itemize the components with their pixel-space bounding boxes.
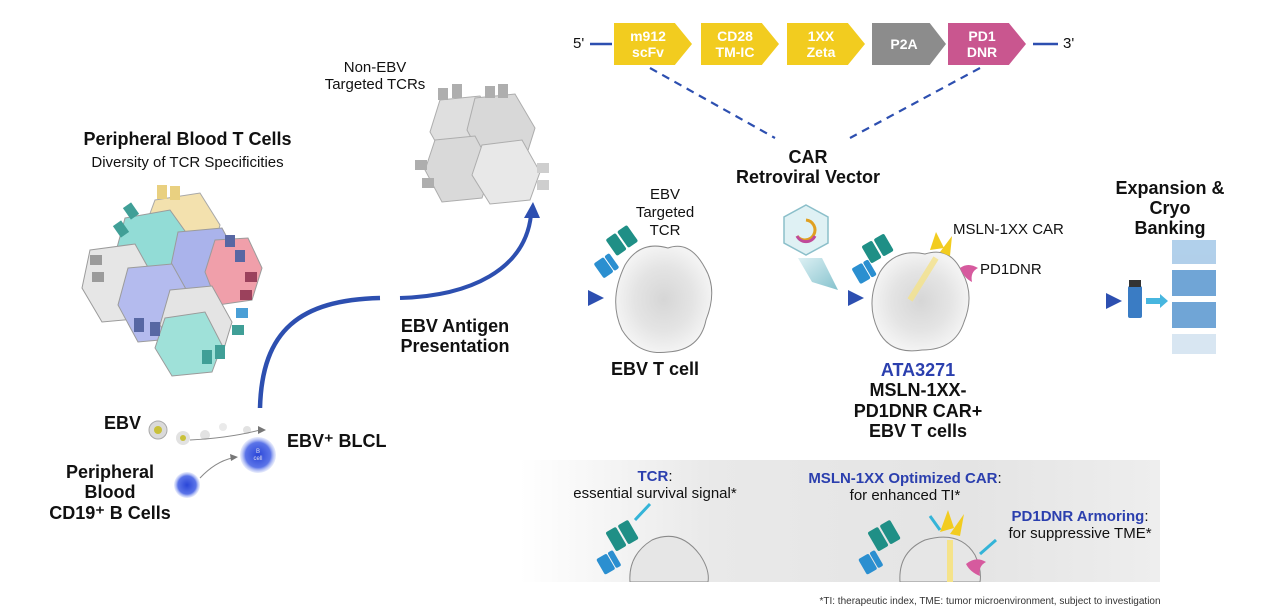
product-line2: PD1DNR CAR+ — [853, 400, 983, 421]
svg-text:B: B — [256, 449, 260, 455]
pb-line3: CD19⁺ B Cells — [49, 502, 171, 523]
pb-b-cells-label: Peripheral Blood CD19⁺ B Cells — [40, 462, 180, 523]
feature-pd1-desc: for suppressive TME* — [1008, 524, 1152, 542]
gene-label-line2: Zeta — [806, 44, 836, 60]
non-ebv-label-line2: Targeted TCRs — [324, 75, 426, 93]
gene-segment-p2a: P2A — [872, 23, 946, 65]
ebv-t-cell-label: EBV T cell — [610, 359, 700, 379]
pbt-subtitle: Diversity of TCR Specificities — [91, 154, 284, 171]
feature-tcr-desc: essential survival signal* — [573, 484, 737, 502]
msln-car-label: MSLN-1XX CAR — [953, 221, 1064, 238]
transduce-arrowhead — [848, 290, 864, 306]
gene-label-line2: scFv — [632, 44, 664, 60]
pb-line1: Peripheral — [65, 462, 155, 482]
t-cell-cluster-graphic — [81, 185, 263, 377]
ebv-targeted-tcr-label: EBV Targeted TCR — [615, 186, 715, 240]
car-vector-title-line1: CAR — [788, 147, 828, 167]
colon: : — [997, 470, 1002, 487]
ebv-tcr-line2: Targeted — [635, 204, 695, 221]
non-ebv-arrowhead — [524, 202, 540, 218]
pb-line2: Blood — [84, 482, 136, 503]
gene-label-line1: 1XX — [807, 28, 835, 44]
ebv-label: EBV — [104, 413, 142, 433]
antigen-presentation-label: EBV Antigen Presentation — [380, 316, 530, 356]
dashed-line-left — [649, 67, 776, 139]
gene-label-line2: TM-IC — [715, 44, 755, 60]
dashed-line-right — [849, 67, 981, 139]
expansion-line3: Banking — [1134, 217, 1206, 238]
features-panel — [520, 460, 1160, 582]
antigen-line2: Presentation — [400, 336, 510, 357]
gene-label-line1: PD1 — [968, 28, 996, 44]
ebv-tcr-line1: EBV — [649, 186, 680, 203]
cryo-vials-graphic — [1128, 240, 1216, 354]
gene-label-line1: CD28 — [717, 28, 753, 44]
ebv-t-cell-graphic — [594, 225, 713, 354]
expansion-line2: Cryo — [1149, 197, 1191, 218]
gene-label-line1: m912 — [630, 28, 666, 44]
five-prime-label: 5' — [573, 35, 585, 52]
car-vector-title-line2: Retroviral Vector — [735, 167, 881, 188]
expansion-label: Expansion & Cryo Banking — [1100, 178, 1240, 238]
product-line1: MSLN-1XX- — [869, 380, 967, 401]
ebv-tcr-line3: TCR — [649, 222, 681, 239]
b-cell-graphic: B cell — [148, 420, 276, 498]
retroviral-vector-graphic — [783, 204, 838, 290]
pd1dnr-label: PD1DNR — [980, 261, 1042, 278]
feature-car: MSLN-1XX Optimized CAR: for enhanced TI* — [770, 470, 1040, 505]
product-code: ATA3271 — [880, 360, 956, 380]
ebv-presentation-curve — [257, 295, 381, 409]
svg-text:cell: cell — [253, 456, 262, 462]
feature-tcr-title: TCR — [637, 468, 669, 485]
main-arrowhead — [588, 290, 604, 306]
three-prime-label: 3' — [1063, 35, 1075, 52]
non-ebv-label-line1: Non-EBV — [343, 59, 407, 76]
feature-car-title: MSLN-1XX Optimized CAR — [808, 470, 998, 487]
colon: : — [668, 468, 673, 485]
expand-arrowhead — [1106, 293, 1122, 309]
non-ebv-cluster-graphic — [415, 84, 549, 205]
non-ebv-label: Non-EBV Targeted TCRs — [300, 59, 450, 94]
gene-label-line2: DNR — [966, 44, 998, 60]
features-panel-graphics — [596, 502, 997, 582]
product-line3: EBV T cells — [868, 420, 968, 441]
feature-car-desc: for enhanced TI* — [849, 486, 961, 504]
pbt-title: Peripheral Blood T Cells — [83, 129, 292, 149]
car-vector-title: CAR Retroviral Vector — [708, 147, 908, 187]
product-label: ATA3271 MSLN-1XX- PD1DNR CAR+ EBV T cell… — [838, 360, 998, 441]
non-ebv-curve — [399, 214, 533, 300]
feature-tcr: TCR: essential survival signal* — [555, 468, 755, 503]
feature-pd1dnr: PD1DNR Armoring: for suppressive TME* — [1000, 508, 1160, 543]
antigen-line1: EBV Antigen — [400, 316, 510, 336]
feature-pd1-title: PD1DNR Armoring — [1011, 508, 1145, 525]
car-t-cell-graphic — [852, 232, 978, 352]
expansion-line1: Expansion & — [1115, 178, 1225, 198]
colon: : — [1144, 508, 1149, 525]
footnote: *TI: therapeutic index, TME: tumor micro… — [819, 596, 1161, 607]
ebv-blcl-label: EBV⁺ BLCL — [287, 431, 387, 451]
gene-label-line1: P2A — [890, 36, 918, 52]
